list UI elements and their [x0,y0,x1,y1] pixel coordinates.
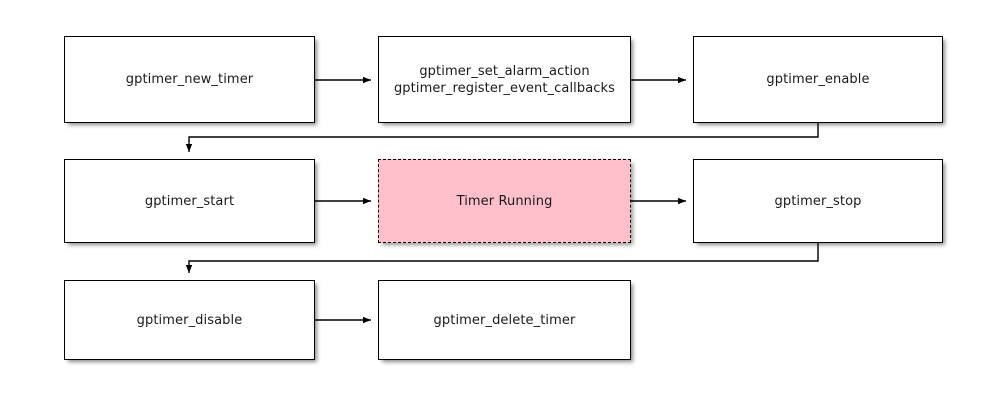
node-timer-running[interactable]: Timer Running [378,159,631,243]
node-gptimer-new-timer[interactable]: gptimer_new_timer [64,36,315,123]
node-label: gptimer_delete_timer [433,312,576,328]
node-gptimer-disable[interactable]: gptimer_disable [64,280,315,360]
node-label: gptimer_set_alarm_action gptimer_registe… [393,63,616,96]
node-label: gptimer_new_timer [125,72,254,87]
edge-enable-to-start [185,123,819,152]
node-gptimer-stop[interactable]: gptimer_stop [693,159,943,243]
node-gptimer-config[interactable]: gptimer_set_alarm_action gptimer_registe… [378,36,631,123]
node-gptimer-enable[interactable]: gptimer_enable [693,36,943,123]
node-label: gptimer_start [144,193,235,209]
node-gptimer-start[interactable]: gptimer_start [64,159,315,243]
node-gptimer-delete-timer[interactable]: gptimer_delete_timer [378,280,631,360]
node-label: gptimer_enable [766,72,870,87]
edge-stop-to-disable [185,243,819,273]
node-label: gptimer_stop [774,193,862,209]
node-label: gptimer_disable [136,312,243,328]
node-label: Timer Running [456,193,553,209]
